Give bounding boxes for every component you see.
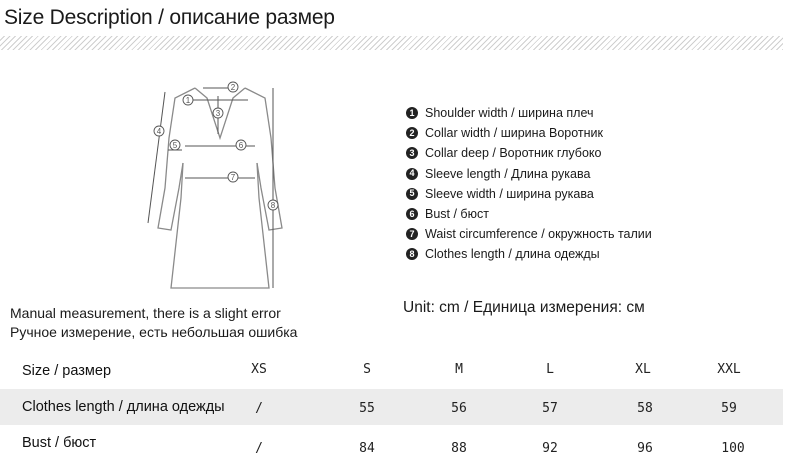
svg-text:1: 1 <box>186 96 191 105</box>
table-row: Clothes length / длина одежды / 55 56 57… <box>0 389 783 425</box>
legend-label: Collar width / ширина Воротник <box>425 126 603 141</box>
number-badge-icon: 5 <box>406 187 418 200</box>
table-cell: XL <box>635 361 651 377</box>
table-cell: 96 <box>637 440 653 456</box>
table-cell: 57 <box>542 400 558 416</box>
legend-label: Waist circumference / окружность талии <box>425 227 652 242</box>
legend-label: Sleeve length / Длина рукава <box>425 166 591 181</box>
svg-text:4: 4 <box>157 127 162 136</box>
legend-item: 4 Sleeve length / Длина рукава <box>406 164 652 184</box>
dress-diagram: 1 2 3 4 5 6 7 8 <box>147 81 283 289</box>
legend-label: Clothes length / длина одежды <box>425 247 600 262</box>
table-header-row: Size / размер XS S M L XL XXL <box>0 353 783 389</box>
legend-item: 5 Sleeve width / ширина рукава <box>406 184 652 204</box>
title-divider <box>0 36 783 50</box>
svg-text:5: 5 <box>173 141 178 150</box>
legend-label: Collar deep / Воротник глубоко <box>425 146 602 161</box>
measurement-legend: 1 Shoulder width / ширина плеч 2 Collar wi… <box>406 103 652 265</box>
number-badge-icon: 2 <box>406 127 418 140</box>
table-cell: / <box>255 400 263 416</box>
table-cell: S <box>363 361 371 377</box>
table-cell: 84 <box>359 440 375 456</box>
table-cell: L <box>546 361 554 377</box>
svg-text:6: 6 <box>239 141 244 150</box>
legend-label: Bust / бюст <box>425 207 489 222</box>
legend-item: 1 Shoulder width / ширина плеч <box>406 103 652 123</box>
note-line-english: Manual measurement, there is a slight er… <box>10 305 281 321</box>
note-line-russian: Ручное измерение, есть небольшая ошибка <box>10 324 298 340</box>
svg-text:7: 7 <box>231 173 236 182</box>
table-cell: 100 <box>721 440 745 456</box>
row-label: Bust / бюст <box>22 435 97 451</box>
table-cell: 58 <box>637 400 653 416</box>
size-table: Size / размер XS S M L XL XXL Clothes le… <box>0 353 783 461</box>
table-cell: 56 <box>451 400 467 416</box>
legend-item: 2 Collar width / ширина Воротник <box>406 123 652 143</box>
table-cell: 92 <box>542 440 558 456</box>
number-badge-icon: 1 <box>406 107 418 120</box>
legend-item: 7 Waist circumference / окружность талии <box>406 224 652 244</box>
row-label: Clothes length / длина одежды <box>22 399 225 415</box>
table-cell: M <box>455 361 463 377</box>
number-badge-icon: 7 <box>406 228 418 241</box>
table-cell: / <box>255 440 263 456</box>
unit-label: Unit: cm / Единица измерения: см <box>403 299 645 316</box>
table-cell: 59 <box>721 400 737 416</box>
number-badge-icon: 6 <box>406 208 418 221</box>
table-row: Bust / бюст / 84 88 92 96 100 <box>0 425 783 461</box>
table-cell: XS <box>251 361 267 377</box>
number-badge-icon: 8 <box>406 248 418 261</box>
table-cell: 55 <box>359 400 375 416</box>
row-label: Size / размер <box>22 363 112 379</box>
legend-item: 3 Collar deep / Воротник глубоко <box>406 143 652 163</box>
number-badge-icon: 3 <box>406 147 418 160</box>
legend-item: 8 Clothes length / длина одежды <box>406 244 652 264</box>
svg-text:8: 8 <box>271 201 276 210</box>
svg-text:3: 3 <box>216 109 221 118</box>
page-title: Size Description / описание размер <box>4 6 335 29</box>
table-cell: XXL <box>717 361 741 377</box>
number-badge-icon: 4 <box>406 167 418 180</box>
legend-label: Shoulder width / ширина плеч <box>425 106 594 121</box>
legend-label: Sleeve width / ширина рукава <box>425 186 594 201</box>
legend-item: 6 Bust / бюст <box>406 204 652 224</box>
measurement-note: Manual measurement, there is a slight er… <box>10 304 297 342</box>
svg-text:2: 2 <box>231 83 236 92</box>
table-cell: 88 <box>451 440 467 456</box>
